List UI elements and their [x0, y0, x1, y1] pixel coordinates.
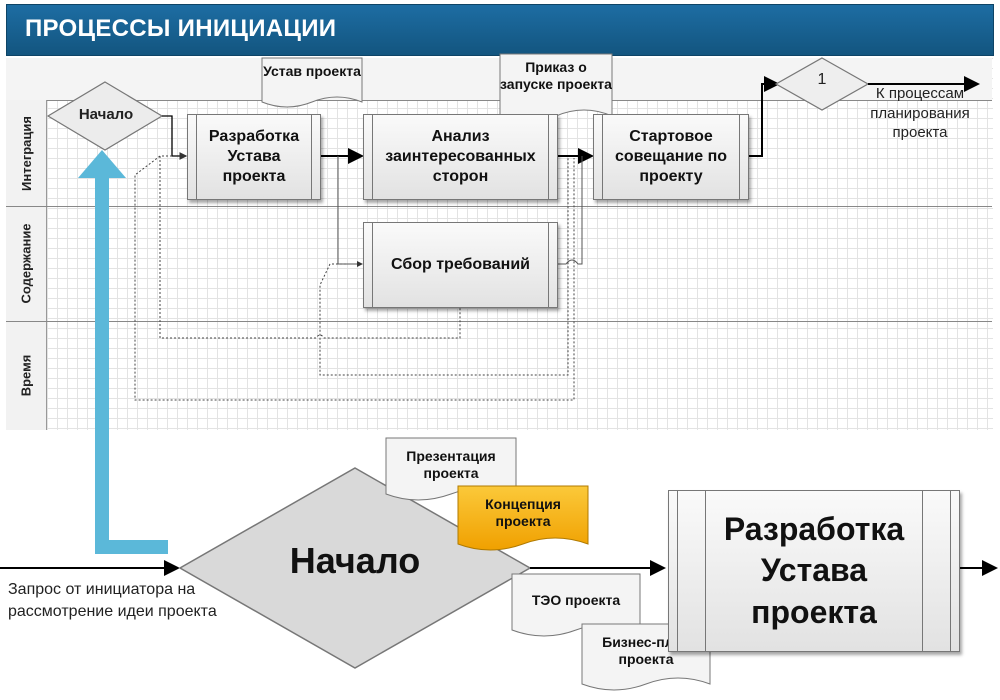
lane-integration: Интеграция	[6, 100, 47, 206]
start-diamond	[46, 81, 164, 151]
doc-feasibility-label: ТЭО проекта	[531, 592, 621, 608]
dotted-requirements-feedback	[319, 158, 569, 376]
blue-arrow-head	[78, 150, 126, 178]
lane-time: Время	[6, 321, 47, 430]
doc-launch-order-label: Приказ о запуске проекта	[500, 59, 612, 92]
doc-charter-label: Устав проекта	[263, 63, 361, 79]
to-planning-text: К процессам планирования проекта	[870, 85, 970, 141]
process-stakeholder-analysis: Анализ заинтересованных сторон	[363, 114, 558, 200]
process-inner-line-right	[922, 491, 923, 651]
lane-scope: Содержание	[6, 206, 47, 321]
process-develop-charter: Разработка Устава проекта	[187, 114, 321, 200]
doc-charter: Устав проекта	[261, 57, 363, 110]
request-text: Запрос от инициатора на рассмотрение иде…	[8, 581, 217, 620]
blue-arrow	[95, 175, 168, 554]
process-kickoff-meeting: Стартовое совещание по проекту	[593, 114, 749, 200]
bottom-process-develop-charter: Разработка Устава проекта	[668, 490, 960, 652]
connector-diamond	[774, 57, 870, 111]
doc-launch-order: Приказ о запуске проекта	[499, 53, 613, 128]
dotted-time-feedback	[134, 155, 575, 401]
flow-kickoff-to-connector	[748, 76, 780, 157]
process-inner-line-left	[705, 491, 706, 651]
title-bar: ПРОЦЕССЫ ИНИЦИАЦИИ	[6, 4, 994, 56]
bottom-start-label: Начало	[289, 540, 421, 581]
start-label: Начало	[78, 106, 134, 123]
doc-business-plan-label: Бизнес-план проекта	[602, 634, 690, 667]
process-collect-requirements: Сбор требований	[363, 222, 558, 308]
doc-concept-label: Концепция проекта	[485, 496, 561, 529]
doc-presentation: Презентация проекта	[385, 437, 517, 504]
lane-divider	[6, 206, 992, 207]
flow-to-requirements	[337, 156, 363, 267]
doc-feasibility: ТЭО проекта	[511, 573, 641, 640]
lane-divider	[6, 321, 992, 322]
dotted-scope-feedback	[159, 156, 461, 339]
flow-start-to-charter	[162, 115, 188, 160]
doc-presentation-label: Презентация проекта	[406, 448, 496, 481]
page-title: ПРОЦЕССЫ ИНИЦИАЦИИ	[25, 15, 337, 42]
flow-requirements-to-kickoff	[557, 156, 583, 265]
doc-concept: Концепция проекта	[457, 485, 589, 554]
connector-label: 1	[817, 71, 827, 88]
